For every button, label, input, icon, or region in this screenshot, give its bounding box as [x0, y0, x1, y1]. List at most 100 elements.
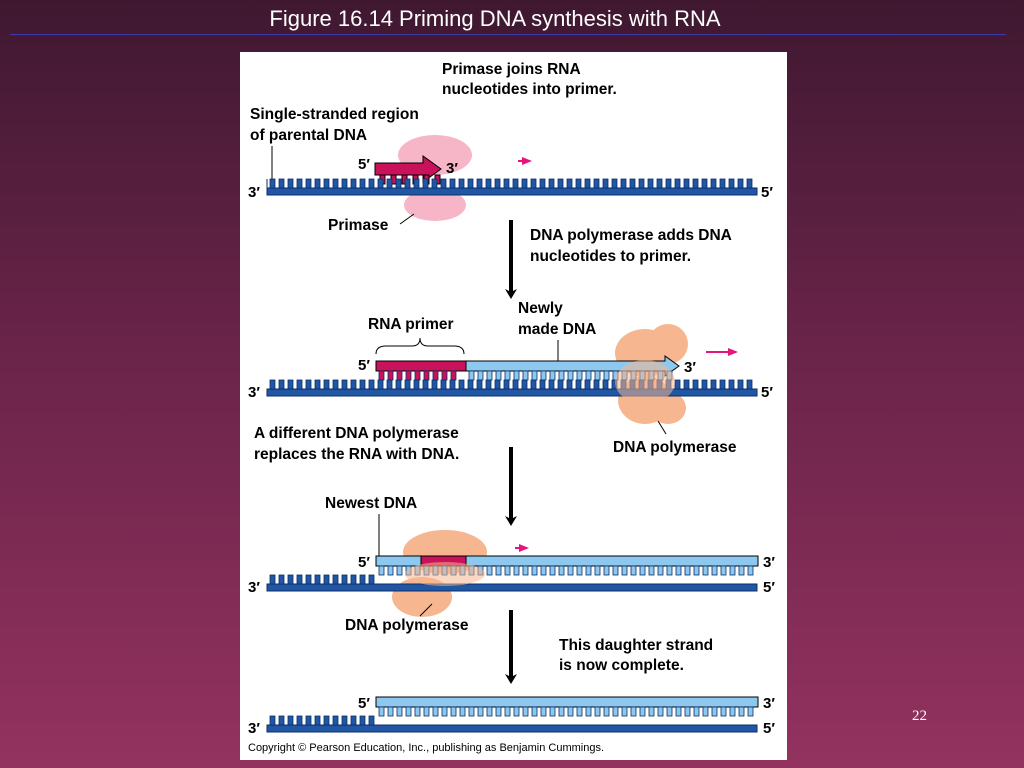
base-tooth [584, 379, 591, 390]
base-tooth [459, 706, 466, 717]
base-tooth [711, 706, 718, 717]
base-tooth [378, 370, 385, 381]
base-tooth [548, 379, 555, 390]
base-tooth [503, 178, 510, 189]
step3-top-3-label: 3′ [763, 554, 775, 571]
base-tooth [531, 706, 538, 717]
base-tooth [314, 178, 321, 189]
base-tooth [458, 379, 465, 390]
base-tooth [305, 715, 312, 726]
base-tooth [729, 706, 736, 717]
base-tooth [423, 706, 430, 717]
base-tooth [540, 706, 547, 717]
base-tooth [728, 379, 735, 390]
base-tooth [638, 178, 645, 189]
base-tooth [359, 715, 366, 726]
base-tooth [710, 178, 717, 189]
base-tooth [728, 178, 735, 189]
base-tooth [548, 178, 555, 189]
base-tooth [531, 565, 538, 576]
base-tooth [738, 565, 745, 576]
step1-primer-3-label: 3′ [446, 160, 458, 177]
base-tooth [414, 706, 421, 717]
figure-panel: Primase joins RNA nucleotides into prime… [240, 52, 787, 760]
step4-top-5-label: 5′ [358, 695, 370, 712]
base-tooth [720, 706, 727, 717]
base-tooth [486, 370, 493, 381]
step2-polymerase-leader [657, 420, 667, 435]
base-tooth [567, 565, 574, 576]
base-tooth [432, 370, 439, 381]
base-tooth [305, 574, 312, 585]
base-tooth [737, 178, 744, 189]
base-tooth [476, 379, 483, 390]
step1-strand-5-label: 5′ [761, 184, 773, 201]
newly-made-label-line1: Newly [518, 300, 563, 317]
base-tooth [693, 565, 700, 576]
step1-caption-line2: nucleotides into primer. [442, 81, 617, 98]
base-tooth [629, 178, 636, 189]
base-tooth [431, 178, 438, 189]
step4-parental-strand [266, 715, 758, 733]
base-tooth [512, 178, 519, 189]
base-tooth [612, 706, 619, 717]
base-tooth [594, 706, 601, 717]
base-tooth [602, 379, 609, 390]
base-tooth [530, 178, 537, 189]
step3-parental-strand [266, 574, 758, 592]
base-tooth [674, 379, 681, 390]
base-tooth [521, 178, 528, 189]
base-tooth [575, 379, 582, 390]
base-tooth [702, 706, 709, 717]
base-tooth [269, 715, 276, 726]
base-tooth [692, 178, 699, 189]
base-tooth [746, 379, 753, 390]
base-tooth [350, 379, 357, 390]
base-tooth [620, 178, 627, 189]
base-tooth [639, 565, 646, 576]
base-tooth [476, 178, 483, 189]
base-tooth [719, 379, 726, 390]
base-tooth [350, 178, 357, 189]
base-tooth [567, 706, 574, 717]
base-tooth [341, 574, 348, 585]
base-tooth [540, 565, 547, 576]
base-tooth [395, 178, 402, 189]
step4-top-3-label: 3′ [763, 695, 775, 712]
base-tooth [576, 565, 583, 576]
base-tooth [594, 370, 601, 381]
base-tooth [576, 706, 583, 717]
base-tooth [593, 178, 600, 189]
step4-caption-line2: is now complete. [559, 657, 684, 674]
step2-polymerase-label: DNA polymerase [613, 439, 737, 456]
base-tooth [494, 178, 501, 189]
base-pair-teeth [269, 178, 753, 189]
base-tooth [422, 379, 429, 390]
base-tooth [539, 379, 546, 390]
base-tooth [557, 178, 564, 189]
step2-top-3-label: 3′ [684, 359, 696, 376]
base-tooth [737, 379, 744, 390]
base-tooth [558, 565, 565, 576]
base-tooth [513, 565, 520, 576]
base-tooth [296, 379, 303, 390]
base-tooth [701, 178, 708, 189]
base-tooth [368, 379, 375, 390]
base-tooth [674, 178, 681, 189]
copyright-text: Copyright © Pearson Education, Inc., pub… [248, 742, 604, 754]
base-tooth [468, 370, 475, 381]
base-tooth [702, 565, 709, 576]
base-tooth [513, 706, 520, 717]
base-tooth [269, 379, 276, 390]
base-tooth [278, 715, 285, 726]
base-tooth [314, 379, 321, 390]
base-tooth [666, 565, 673, 576]
step3-polymerase-leader [419, 603, 433, 617]
step1-parental-strand [266, 178, 758, 196]
step3-caption-line2: replaces the RNA with DNA. [254, 446, 459, 463]
base-tooth [531, 370, 538, 381]
base-tooth [440, 178, 447, 189]
base-tooth [387, 370, 394, 381]
base-tooth [368, 715, 375, 726]
base-tooth [305, 178, 312, 189]
